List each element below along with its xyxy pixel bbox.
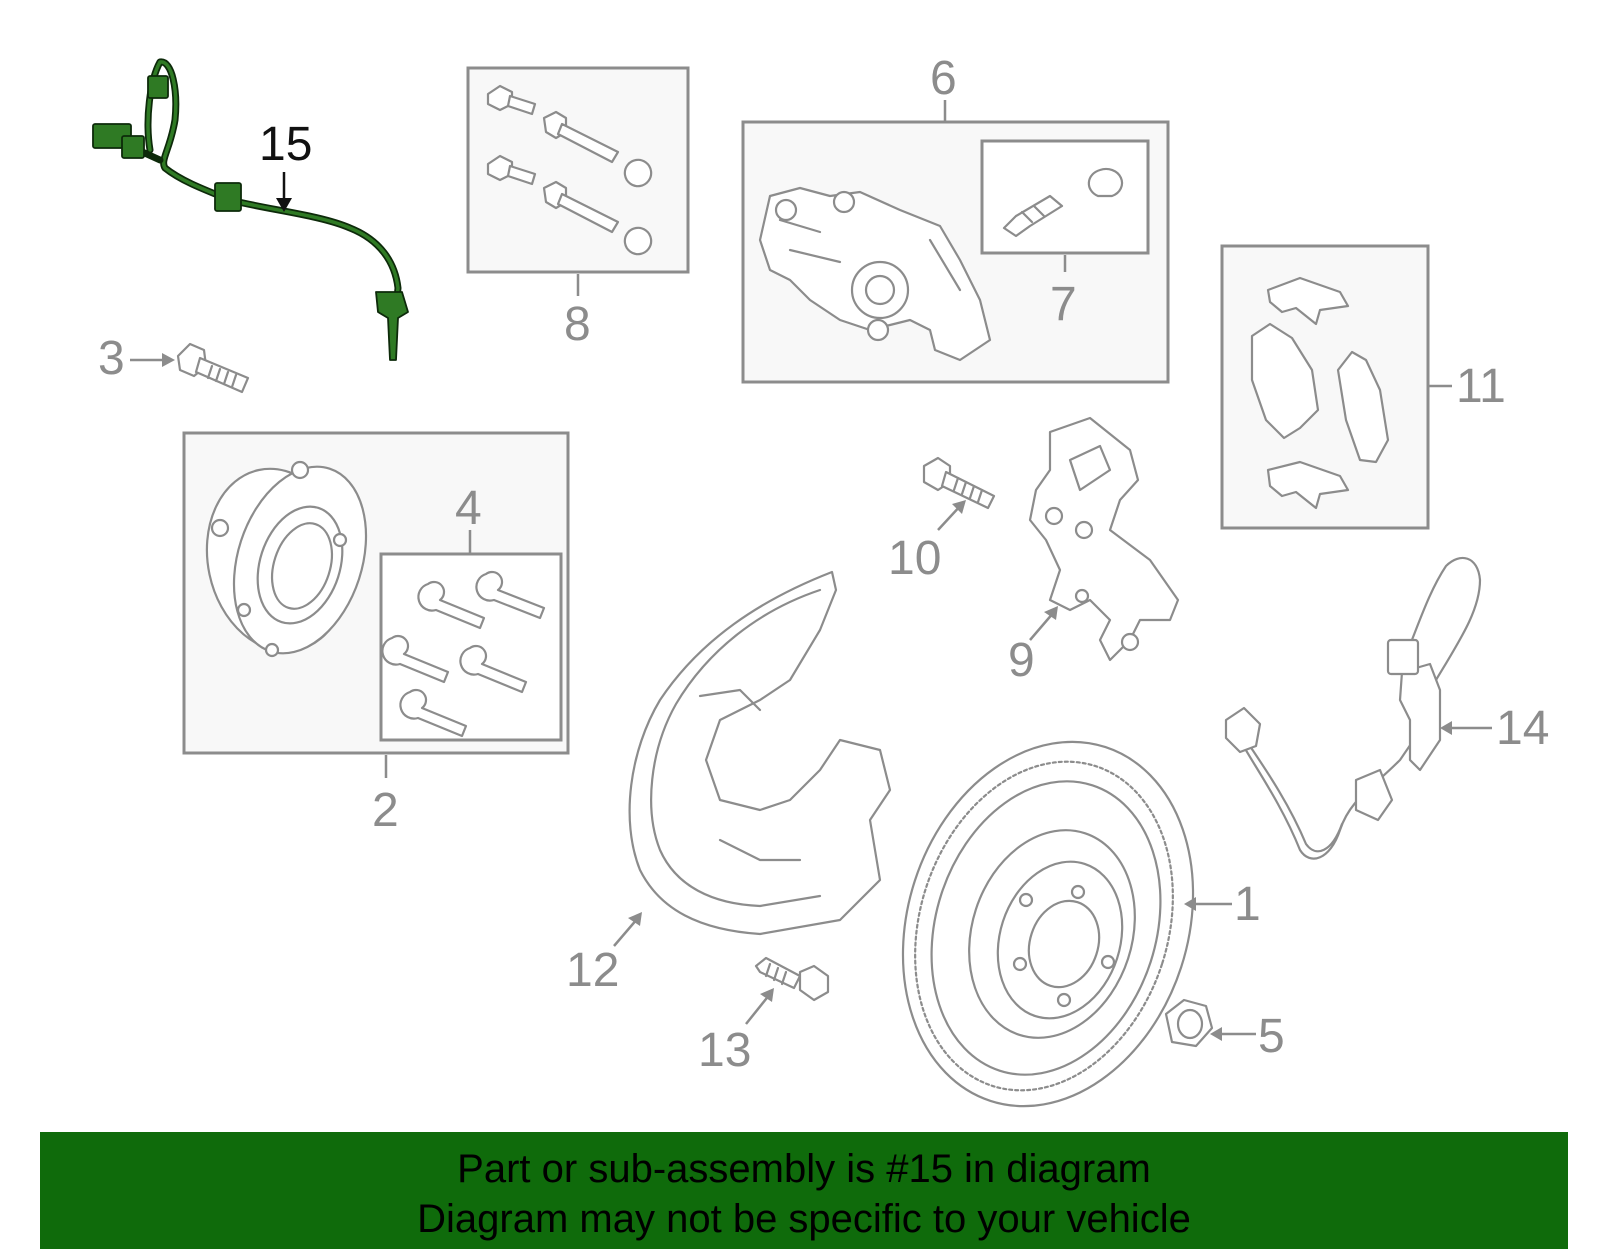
callout-label-1: 1 — [1234, 878, 1261, 931]
callout-9: 9 — [1008, 606, 1058, 687]
callout-label-13: 13 — [698, 1024, 751, 1077]
callout-label-3: 3 — [98, 332, 125, 385]
callout-7: 7 — [1050, 255, 1077, 331]
part-15-abs-sensor-highlighted[interactable] — [92, 58, 409, 361]
callout-label-10: 10 — [888, 532, 941, 585]
callout-4: 4 — [455, 482, 482, 553]
part-7-bleeder-screw-kit[interactable] — [980, 139, 1150, 255]
callout-8: 8 — [564, 274, 591, 351]
banner-line-2: Diagram may not be specific to your vehi… — [417, 1197, 1191, 1241]
part-13-bolt[interactable] — [754, 956, 830, 1002]
callout-label-15: 15 — [259, 118, 312, 171]
part-5-nut[interactable] — [1164, 998, 1214, 1048]
callout-10: 10 — [888, 500, 966, 585]
info-banner: Part or sub-assembly is #15 in diagram D… — [40, 1132, 1568, 1249]
callout-14: 14 — [1440, 702, 1549, 755]
callout-label-11: 11 — [1456, 360, 1506, 413]
banner-line-1: Part or sub-assembly is #15 in diagram — [457, 1147, 1151, 1191]
part-1-brake-rotor[interactable] — [857, 704, 1238, 1144]
callout-13: 13 — [698, 988, 774, 1077]
callout-label-5: 5 — [1258, 1010, 1285, 1063]
callout-15: 15 — [259, 118, 312, 212]
part-4-wheel-studs[interactable] — [379, 552, 563, 742]
callout-label-4: 4 — [455, 482, 482, 535]
callout-label-8: 8 — [564, 298, 591, 351]
callout-label-9: 9 — [1008, 634, 1035, 687]
part-8-guide-pin-kit[interactable] — [466, 66, 690, 274]
callout-6: 6 — [930, 52, 957, 122]
callout-12: 12 — [566, 912, 642, 997]
callout-1: 1 — [1184, 878, 1261, 931]
callout-label-12: 12 — [566, 944, 619, 997]
part-14-abs-sensor[interactable] — [1224, 556, 1482, 860]
callout-11: 11 — [1428, 360, 1506, 413]
part-10-bolt[interactable] — [922, 456, 996, 510]
callout-3: 3 — [98, 332, 175, 385]
callout-5: 5 — [1210, 1010, 1285, 1063]
callout-label-2: 2 — [372, 784, 399, 837]
callout-label-6: 6 — [930, 52, 957, 105]
part-12-dust-shield[interactable] — [628, 570, 892, 936]
part-9-caliper-bracket[interactable] — [1028, 416, 1180, 662]
callout-label-14: 14 — [1496, 702, 1549, 755]
part-11-brake-pad-kit[interactable] — [1220, 244, 1430, 530]
callout-label-7: 7 — [1050, 278, 1077, 331]
callout-2: 2 — [372, 755, 399, 837]
part-3-bolt[interactable] — [176, 342, 250, 394]
